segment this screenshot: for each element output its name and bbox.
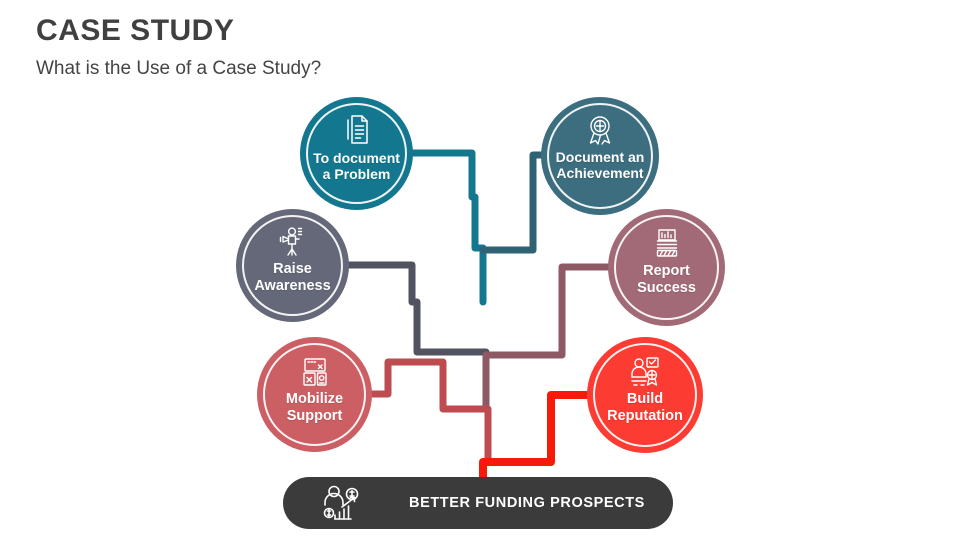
node-report-success[interactable]: Report Success xyxy=(608,209,725,326)
award-medal-icon xyxy=(589,116,611,145)
connector-build-reputation xyxy=(479,391,592,493)
node-raise-awareness[interactable]: Raise Awareness xyxy=(236,209,349,322)
connector-document-an-achievement xyxy=(479,151,547,254)
megaphone-person-icon xyxy=(279,227,302,256)
page-subtitle: What is the Use of a Case Study? xyxy=(36,58,322,79)
node-to-document-a-problem[interactable]: To document a Problem xyxy=(300,97,413,210)
node-label: Mobilize Support xyxy=(285,391,344,424)
node-build-reputation[interactable]: Build Reputation xyxy=(587,337,703,453)
node-document-an-achievement[interactable]: Document an Achievement xyxy=(541,97,659,215)
person-badge-icon xyxy=(631,357,659,386)
node-label: Raise Awareness xyxy=(254,261,331,294)
node-label: Document an Achievement xyxy=(555,149,645,182)
connector-raise-awareness xyxy=(345,261,490,356)
documents-icon xyxy=(346,115,368,144)
report-chart-icon xyxy=(656,229,677,257)
node-label: Build Reputation xyxy=(607,391,683,424)
connector-report-success xyxy=(482,263,612,412)
node-mobilize-support[interactable]: Mobilize Support xyxy=(257,337,372,452)
header: CASE STUDY What is the Use of a Case Stu… xyxy=(36,14,321,80)
node-label: To document a Problem xyxy=(313,150,400,183)
connector-mobilize-support xyxy=(366,358,492,466)
connector-to-document-a-problem xyxy=(407,149,487,306)
devices-screens-icon xyxy=(302,358,327,386)
page-title: CASE STUDY xyxy=(36,14,235,47)
person-money-growth-icon xyxy=(323,485,359,520)
result-banner-label: BETTER FUNDING PROSPECTS xyxy=(409,495,645,511)
result-banner[interactable]: BETTER FUNDING PROSPECTS xyxy=(283,477,673,529)
node-label: Report Success xyxy=(637,263,696,296)
